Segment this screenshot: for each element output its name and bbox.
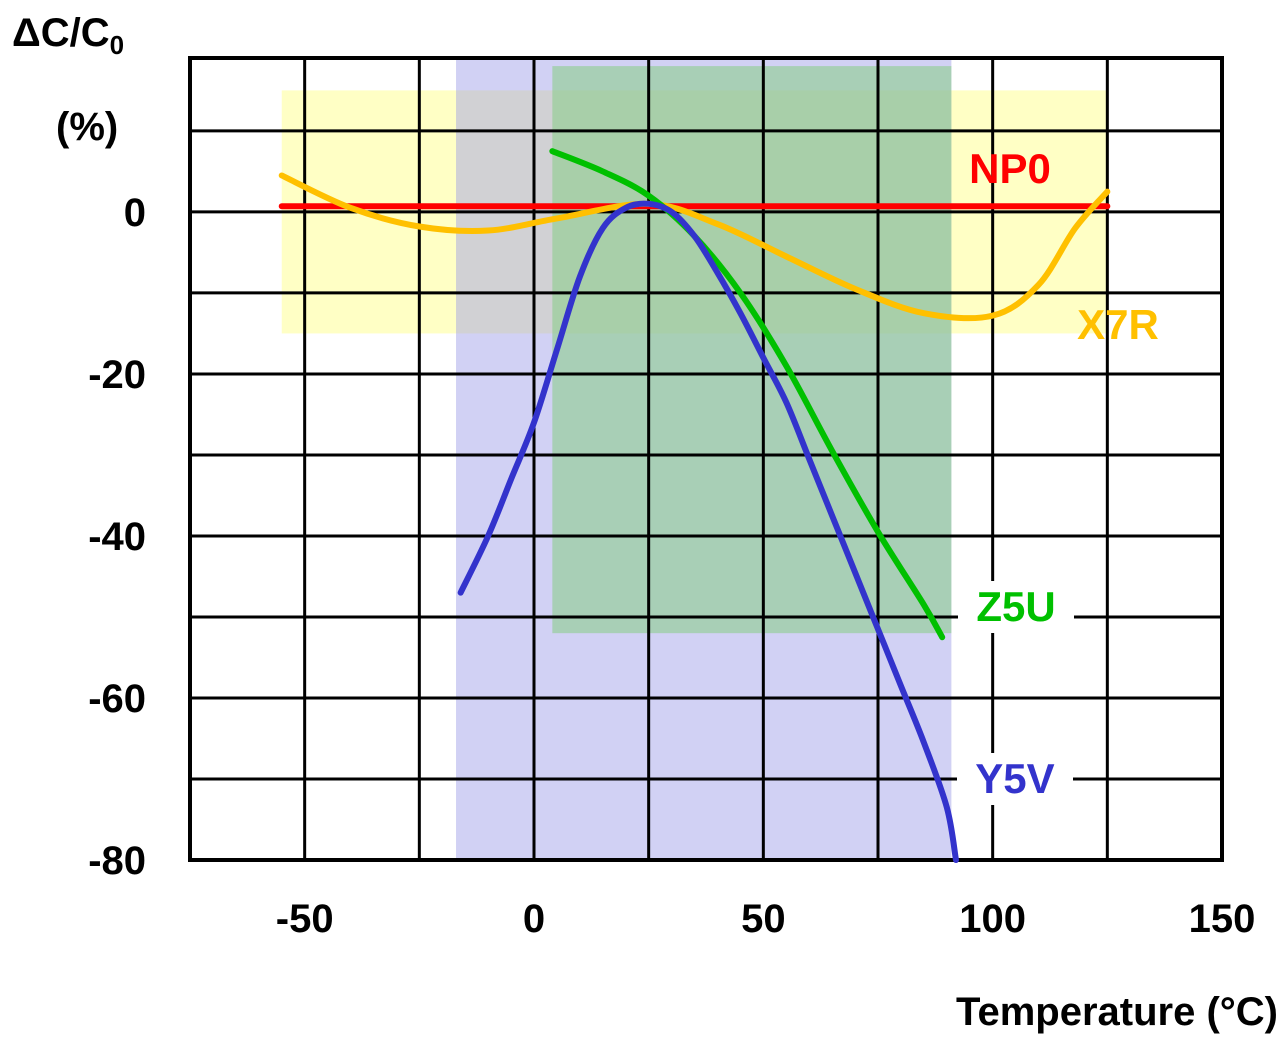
axis-titles: ΔC/C0 (%) Temperature (°C) bbox=[12, 11, 1278, 1034]
y-tick-label: -60 bbox=[88, 677, 146, 721]
label-background-z5u bbox=[958, 581, 1074, 633]
y-tick-label: -20 bbox=[88, 353, 146, 397]
series-line-z5u bbox=[549, 148, 946, 641]
x-tick-label: 0 bbox=[523, 897, 545, 941]
plot-frame bbox=[188, 56, 1224, 862]
x-tick-label: -50 bbox=[276, 897, 334, 941]
series-label-y5v: Y5V bbox=[975, 755, 1054, 802]
series-lines bbox=[278, 148, 1111, 863]
x-tick-label: 150 bbox=[1189, 897, 1256, 941]
y-axis-title: ΔC/C0 bbox=[12, 11, 124, 60]
y-tick-label: 0 bbox=[124, 191, 146, 235]
x-axis-title: Temperature (°C) bbox=[956, 990, 1278, 1034]
x-tick-label: 100 bbox=[959, 897, 1026, 941]
series-line-x7r bbox=[278, 172, 1111, 322]
y-axis-title-subscript: 0 bbox=[110, 30, 124, 60]
y-axis-title-main: ΔC/C bbox=[12, 11, 110, 55]
y-tick-label: -40 bbox=[88, 515, 146, 559]
series-label-np0: NP0 bbox=[969, 145, 1051, 192]
label-background-y5v bbox=[957, 753, 1073, 805]
series-label-x7r: X7R bbox=[1077, 301, 1159, 348]
series-label-z5u: Z5U bbox=[976, 583, 1055, 630]
grid-lines bbox=[188, 56, 1224, 862]
y-axis-unit: (%) bbox=[56, 105, 118, 149]
band-z5u bbox=[552, 66, 952, 634]
tick-labels: -50 0 50 100 150 0 -20 -40 -60 -80 bbox=[88, 191, 1255, 941]
y-tick-label: -80 bbox=[88, 839, 146, 883]
series-line-y5v bbox=[457, 200, 959, 863]
x-tick-label: 50 bbox=[741, 897, 786, 941]
